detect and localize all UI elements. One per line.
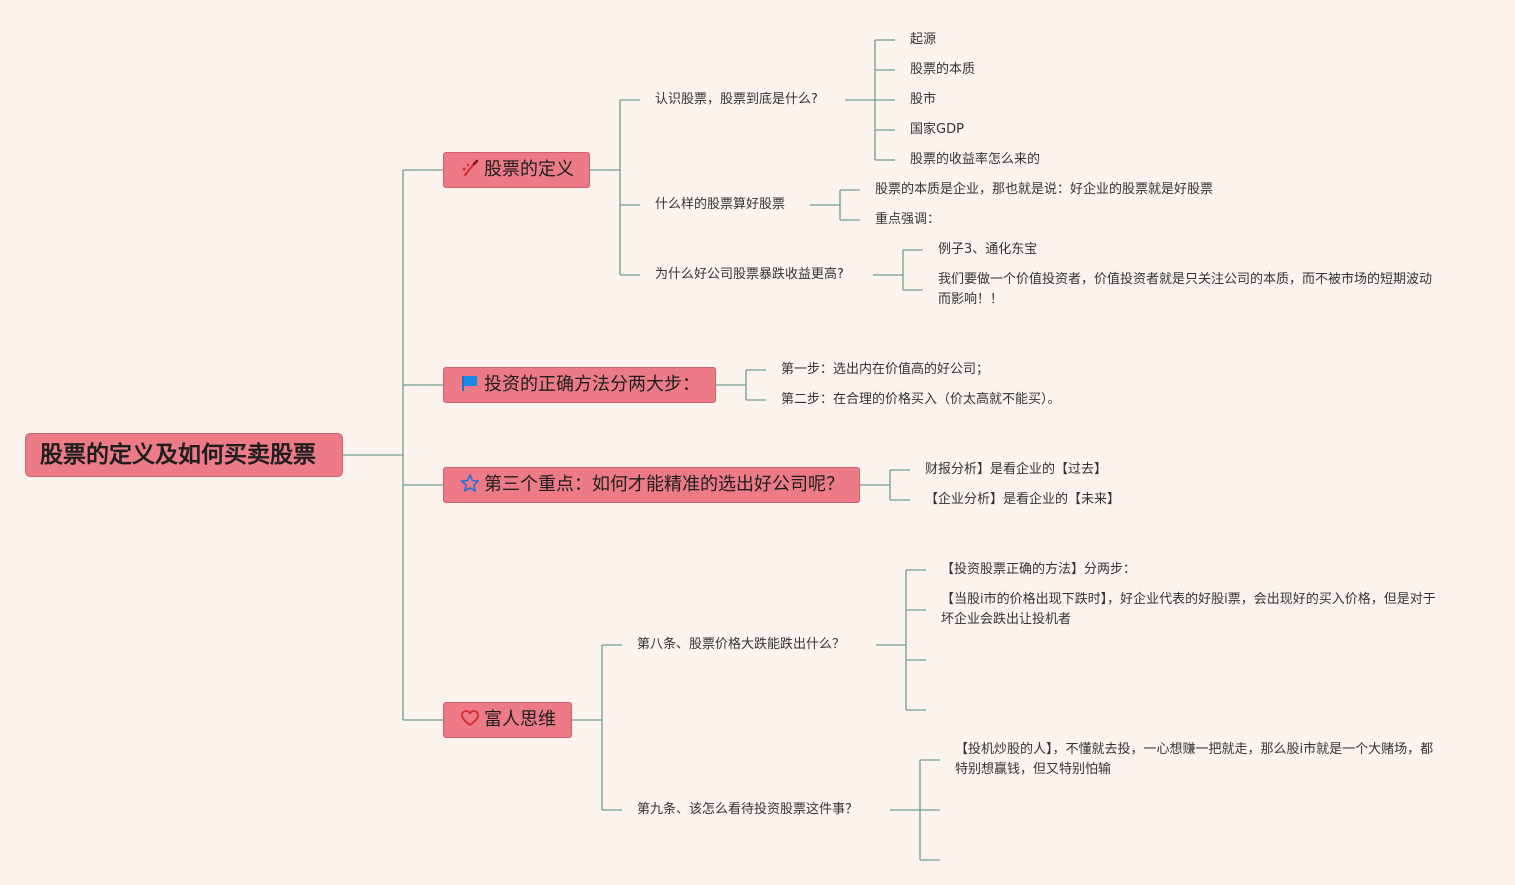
leaf-business-analysis[interactable]: 【企业分析】是看企业的【未来】 bbox=[925, 492, 1121, 507]
leaf-return-rate[interactable]: 股票的收益率怎么来的 bbox=[910, 152, 1041, 167]
leaf-price-drop[interactable]: 【当股i市的价格出现下跌时】，好企业代表的好股i票，会出现好的买入价格，但是对于… bbox=[941, 592, 1436, 627]
leaf-stock-essence[interactable]: 股票的本质 bbox=[910, 62, 976, 77]
leaf-speculator[interactable]: 【投机炒股的人】，不懂就去投，一心想赚一把就走，那么股i市就是一个大赌场，都特别… bbox=[955, 742, 1434, 777]
heart-icon bbox=[461, 710, 479, 726]
leaf-step-one[interactable]: 第一步：选出内在价值高的好公司； bbox=[781, 362, 990, 377]
sub-topic-article-eight[interactable]: 第八条、股票价格大跌能跌出什么？ bbox=[637, 637, 846, 652]
leaf-stock-market[interactable]: 股市 bbox=[910, 92, 937, 107]
leaf-good-company-good-stock[interactable]: 股票的本质是企业，那也就是说：好企业的股票就是好股票 bbox=[875, 182, 1214, 197]
root-node[interactable]: 股票的定义及如何买卖股票 bbox=[25, 433, 343, 477]
leaf-step-two[interactable]: 第二步：在合理的价格买入（价太高就不能买）。 bbox=[781, 392, 1061, 407]
leaf-value-investor[interactable]: 我们要做一个价值投资者，价值投资者就是只关注公司的本质，而不被市场的短期波动而影… bbox=[938, 272, 1433, 307]
sub-topic-what-is-stock[interactable]: 认识股票，股票到底是什么? bbox=[655, 92, 818, 107]
branch-node-pick-good-company[interactable]: 第三个重点：如何才能精准的选出好公司呢？ bbox=[443, 467, 860, 503]
leaf-example-tonghua[interactable]: 例子3、通化东宝 bbox=[938, 242, 1038, 257]
branch-title: 股票的定义 bbox=[484, 159, 574, 180]
leaf-financial-analysis[interactable]: 财报分析】是看企业的【过去】 bbox=[925, 462, 1108, 477]
star-icon bbox=[460, 474, 480, 492]
branch-title: 投资的正确方法分两大步： bbox=[484, 374, 700, 395]
leaf-national-gdp[interactable]: 国家GDP bbox=[910, 122, 964, 137]
sub-topic-article-nine[interactable]: 第九条、该怎么看待投资股票这件事？ bbox=[637, 802, 859, 817]
branch-title: 第三个重点：如何才能精准的选出好公司呢？ bbox=[484, 474, 844, 495]
leaf-origin[interactable]: 起源 bbox=[910, 32, 937, 47]
sub-topic-why-crash-higher-return[interactable]: 为什么好公司股票暴跌收益更高? bbox=[655, 267, 844, 282]
sub-topic-good-stock[interactable]: 什么样的股票算好股票 bbox=[655, 197, 786, 212]
brush-icon bbox=[462, 159, 479, 176]
leaf-key-emphasis[interactable]: 重点强调： bbox=[875, 212, 941, 227]
leaf-correct-method-two-steps[interactable]: 【投资股票正确的方法】分两步： bbox=[941, 562, 1137, 577]
branch-node-rich-mindset[interactable]: 富人思维 bbox=[443, 702, 572, 738]
branch-title: 富人思维 bbox=[484, 709, 556, 730]
branch-node-investment-method[interactable]: 投资的正确方法分两大步： bbox=[443, 367, 716, 403]
branch-node-stock-definition[interactable]: 股票的定义 bbox=[443, 152, 590, 188]
flag-icon bbox=[462, 376, 477, 391]
